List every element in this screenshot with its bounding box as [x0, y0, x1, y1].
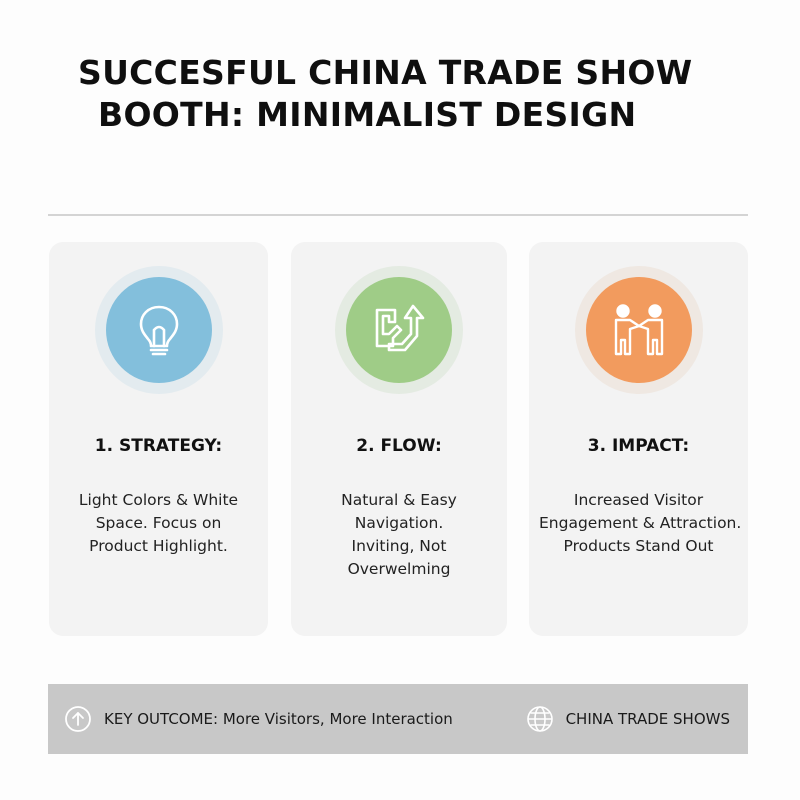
card-description-line: Increased Visitor: [573, 491, 704, 509]
brand: CHINA TRADE SHOWS: [526, 705, 730, 733]
handshake-people-icon: [614, 304, 663, 356]
globe-icon: [526, 706, 553, 732]
page-title-line-2: BOOTH: MINIMALIST DESIGN: [98, 95, 637, 134]
card-description-line: Inviting, Not: [351, 537, 447, 555]
card-title: 2. FLOW:: [356, 436, 442, 456]
card-description: Light Colors & White Space. Focus on Pro…: [59, 489, 258, 558]
card-icon-halo: [335, 266, 463, 394]
arrow-up-circle-icon: [65, 706, 91, 732]
card-description-line: Products Stand Out: [563, 537, 714, 555]
card-title: 3. IMPACT:: [587, 436, 690, 456]
brand-text: CHINA TRADE SHOWS: [565, 710, 730, 728]
card-icon-circle: [346, 277, 452, 383]
lightbulb-icon: [139, 305, 178, 356]
card-description-line: Product Highlight.: [89, 537, 228, 555]
header-divider: [48, 214, 748, 216]
flow-arrows-icon: [375, 304, 425, 352]
card-icon-halo: [94, 266, 223, 394]
key-outcome: KEY OUTCOME: More Visitors, More Interac…: [64, 705, 453, 733]
card-icon-circle: [585, 277, 692, 383]
footer-bar: KEY OUTCOME: More Visitors, More Interac…: [48, 684, 748, 754]
card-description: Increased Visitor Engagement & Attractio…: [539, 489, 742, 558]
card-title: 1. STRATEGY:: [94, 436, 223, 456]
card-icon-halo: [574, 266, 703, 394]
card-strategy: 1. STRATEGY: Light Colors & White Space.…: [49, 242, 268, 636]
card-description-line: Natural & Easy: [341, 491, 457, 509]
card-description-line: Engagement & Attraction.: [539, 514, 742, 532]
card-flow: 2. FLOW: Natural & Easy Navigation. Invi…: [291, 242, 507, 636]
card-description-line: Navigation.: [354, 514, 444, 532]
card-description-line: Overwelming: [347, 560, 451, 578]
card-description-line: Space. Focus on: [95, 514, 222, 532]
card-description-line: Light Colors & White: [78, 491, 239, 509]
key-outcome-text: KEY OUTCOME: More Visitors, More Interac…: [104, 710, 453, 728]
page-title-line-1: SUCCESFUL CHINA TRADE SHOW: [78, 53, 693, 92]
card-icon-circle: [105, 277, 212, 383]
page-title: SUCCESFUL CHINA TRADE SHOW BOOTH: MINIMA…: [70, 52, 730, 136]
card-impact: 3. IMPACT: Increased Visitor Engagement …: [529, 242, 748, 636]
card-description: Natural & Easy Navigation. Inviting, Not…: [301, 489, 497, 581]
